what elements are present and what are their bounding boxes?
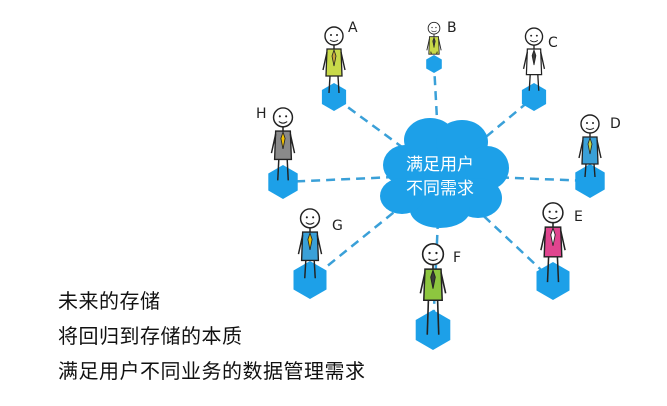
connector-line	[309, 174, 441, 281]
node-group: A B C D E F G H	[256, 20, 621, 350]
hexagon-icon	[415, 310, 451, 350]
connector-line	[282, 173, 441, 184]
caption-line-3: 满足用户不同业务的数据管理需求	[58, 359, 366, 383]
node-g: G	[293, 208, 343, 299]
node-label: E	[574, 209, 583, 225]
node-e: E	[536, 202, 583, 300]
node-h: H	[256, 106, 298, 199]
connector-line	[439, 174, 554, 282]
person-icon	[297, 208, 323, 279]
node-label: A	[348, 20, 358, 36]
person-icon	[540, 202, 566, 283]
person-icon	[270, 107, 296, 181]
hexagon-icon	[321, 83, 347, 111]
hexagon-icon	[536, 262, 570, 300]
node-b: B	[426, 20, 457, 73]
node-label: B	[447, 20, 457, 36]
connector-line	[439, 173, 591, 183]
node-label: C	[548, 35, 558, 51]
center-cloud	[380, 118, 509, 228]
node-a: A	[321, 20, 358, 111]
person-icon	[522, 27, 546, 91]
person-icon	[578, 114, 602, 178]
caption-line-2: 将回归到存储的本质	[58, 324, 243, 348]
caption-line-1: 未来的存储	[58, 289, 161, 313]
center-line-1: 满足用户	[406, 155, 474, 175]
node-label: H	[256, 106, 267, 122]
hexagon-icon	[293, 261, 327, 299]
node-label: D	[610, 116, 621, 132]
node-label: F	[453, 250, 461, 266]
person-icon	[322, 26, 346, 94]
hexagon-icon	[268, 165, 298, 199]
node-f: F	[415, 243, 461, 350]
node-c: C	[521, 27, 558, 111]
center-line-2: 不同需求	[406, 179, 474, 199]
person-icon	[426, 21, 442, 55]
hexagon-icon	[521, 83, 547, 111]
node-label: G	[332, 218, 343, 234]
person-icon	[419, 243, 447, 335]
hexagon-icon	[426, 55, 442, 73]
hexagon-icon	[575, 164, 605, 198]
node-d: D	[575, 114, 621, 198]
